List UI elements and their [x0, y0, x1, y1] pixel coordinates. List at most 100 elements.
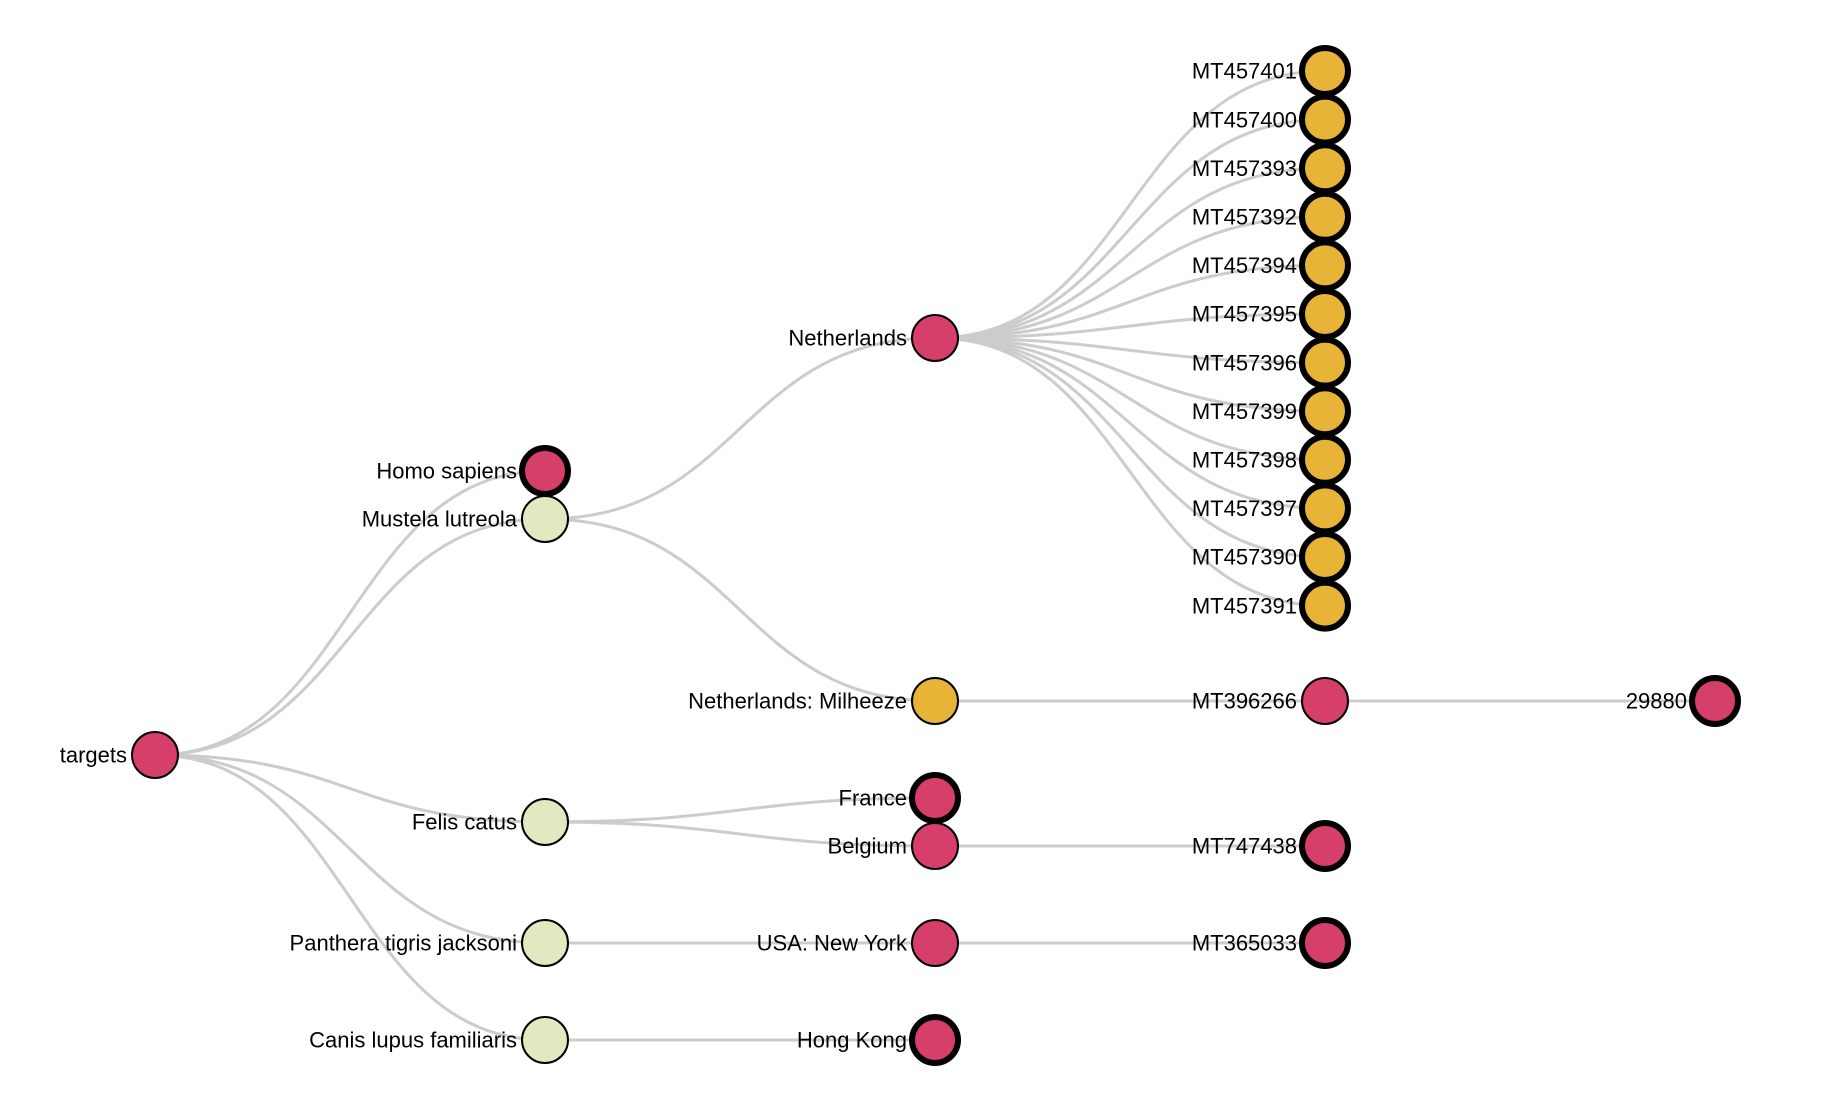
node-label-canis-lupus-familiaris: Canis lupus familiaris	[309, 1028, 517, 1053]
node-label-mt747438: MT747438	[1192, 834, 1297, 859]
node-mustela-lutreola[interactable]: Mustela lutreola	[362, 495, 569, 543]
node-circle-mt457397[interactable]	[1299, 482, 1351, 535]
link-targets-to-homo-sapiens	[154, 469, 546, 757]
link-targets-to-felis-catus	[154, 753, 546, 824]
node-panthera-tigris-jacksoni[interactable]: Panthera tigris jacksoni	[290, 919, 569, 967]
node-homo-sapiens[interactable]: Homo sapiens	[376, 445, 571, 497]
node-label-panthera-tigris-jacksoni: Panthera tigris jacksoni	[290, 931, 517, 956]
node-circle-mt457400[interactable]	[1299, 93, 1351, 146]
node-circle-mt457395[interactable]	[1299, 288, 1351, 340]
node-canis-lupus-familiaris[interactable]: Canis lupus familiaris	[309, 1016, 569, 1064]
link-netherlands-to-mt457398	[934, 336, 1326, 462]
node-mt457393[interactable]: MT457393	[1192, 142, 1351, 195]
node-label-mt457394: MT457394	[1192, 253, 1297, 278]
node-circle-canis-lupus-familiaris[interactable]	[521, 1016, 569, 1064]
node-belgium[interactable]: Belgium	[828, 822, 959, 870]
node-label-mt457398: MT457398	[1192, 448, 1297, 473]
node-circle-mt396266[interactable]	[1301, 677, 1349, 725]
link-netherlands-to-mt457392	[934, 215, 1326, 340]
node-mt457394[interactable]: MT457394	[1192, 239, 1351, 292]
node-label-mt457397: MT457397	[1192, 496, 1297, 521]
link-netherlands-to-mt457390	[934, 336, 1326, 559]
node-circle-hong-kong[interactable]	[909, 1014, 961, 1066]
link-netherlands-to-mt457397	[934, 336, 1326, 510]
node-circle-homo-sapiens[interactable]	[519, 445, 571, 497]
node-label-mt457396: MT457396	[1192, 350, 1297, 375]
link-targets-to-mustela-lutreola	[154, 517, 546, 757]
node-circle-panthera-tigris-jacksoni[interactable]	[521, 919, 569, 967]
node-targets[interactable]: targets	[60, 731, 179, 779]
node-netherlands[interactable]: Netherlands	[788, 314, 959, 362]
link-netherlands-to-mt457396	[934, 336, 1326, 365]
link-felis-catus-to-belgium	[544, 820, 936, 848]
node-circle-mt457390[interactable]	[1299, 531, 1351, 583]
node-circle-netherlands[interactable]	[911, 314, 959, 362]
node-circle-mt457396[interactable]	[1299, 336, 1351, 389]
link-netherlands-to-mt457391	[934, 336, 1326, 608]
node-mt365033[interactable]: MT365033	[1192, 917, 1351, 969]
link-netherlands-to-mt457394	[934, 263, 1326, 340]
node-label-mt457391: MT457391	[1192, 593, 1297, 618]
node-mt457401[interactable]: MT457401	[1192, 45, 1351, 97]
node-label-usa-new-york: USA: New York	[757, 931, 908, 956]
node-circle-mt457391[interactable]	[1299, 579, 1351, 632]
node-label-mt457393: MT457393	[1192, 156, 1297, 181]
node-mt457392[interactable]: MT457392	[1192, 190, 1351, 243]
node-label-n29880: 29880	[1626, 689, 1687, 714]
link-netherlands-to-mt457400	[934, 118, 1326, 340]
node-circle-mt457398[interactable]	[1299, 433, 1351, 486]
node-label-mt457392: MT457392	[1192, 205, 1297, 230]
node-label-netherlands: Netherlands	[788, 326, 907, 351]
node-circle-mt365033[interactable]	[1299, 917, 1351, 969]
node-circle-n29880[interactable]	[1689, 675, 1741, 727]
node-mt747438[interactable]: MT747438	[1192, 820, 1351, 872]
node-circle-mt457393[interactable]	[1299, 142, 1351, 195]
node-mt457396[interactable]: MT457396	[1192, 336, 1351, 389]
node-mt457390[interactable]: MT457390	[1192, 531, 1351, 583]
node-mt396266[interactable]: MT396266	[1192, 677, 1349, 725]
node-mt457397[interactable]: MT457397	[1192, 482, 1351, 535]
node-label-mt457399: MT457399	[1192, 399, 1297, 424]
node-circle-mustela-lutreola[interactable]	[521, 495, 569, 543]
node-mt457395[interactable]: MT457395	[1192, 288, 1351, 340]
node-label-netherlands-milheeze: Netherlands: Milheeze	[688, 689, 907, 714]
node-netherlands-milheeze[interactable]: Netherlands: Milheeze	[688, 677, 959, 725]
tree-links	[154, 69, 1715, 1042]
node-n29880[interactable]: 29880	[1626, 675, 1741, 727]
node-label-mt457401: MT457401	[1192, 59, 1297, 84]
node-felis-catus[interactable]: Felis catus	[412, 798, 569, 846]
node-mt457391[interactable]: MT457391	[1192, 579, 1351, 632]
node-france[interactable]: France	[839, 772, 961, 824]
link-netherlands-to-mt457399	[934, 336, 1326, 413]
node-mt457398[interactable]: MT457398	[1192, 433, 1351, 486]
node-circle-felis-catus[interactable]	[521, 798, 569, 846]
node-circle-mt457399[interactable]	[1299, 385, 1351, 438]
node-label-felis-catus: Felis catus	[412, 810, 517, 835]
node-circle-mt457401[interactable]	[1299, 45, 1351, 97]
link-targets-to-panthera-tigris-jacksoni	[154, 753, 546, 945]
node-circle-netherlands-milheeze[interactable]	[911, 677, 959, 725]
node-label-belgium: Belgium	[828, 834, 907, 859]
link-mustela-lutreola-to-netherlands-milheeze	[544, 517, 936, 703]
link-targets-to-canis-lupus-familiaris	[154, 753, 546, 1042]
node-circle-targets[interactable]	[131, 731, 179, 779]
node-hong-kong[interactable]: Hong Kong	[797, 1014, 961, 1066]
node-circle-belgium[interactable]	[911, 822, 959, 870]
node-mt457399[interactable]: MT457399	[1192, 385, 1351, 438]
node-label-homo-sapiens: Homo sapiens	[376, 459, 517, 484]
link-mustela-lutreola-to-netherlands	[544, 336, 936, 521]
node-usa-new-york[interactable]: USA: New York	[757, 919, 959, 967]
link-netherlands-to-mt457393	[934, 166, 1326, 340]
node-mt457400[interactable]: MT457400	[1192, 93, 1351, 146]
node-label-targets: targets	[60, 743, 127, 768]
node-circle-mt457392[interactable]	[1299, 190, 1351, 243]
node-circle-usa-new-york[interactable]	[911, 919, 959, 967]
node-label-france: France	[839, 786, 907, 811]
node-circle-mt747438[interactable]	[1299, 820, 1351, 872]
node-label-mt457390: MT457390	[1192, 545, 1297, 570]
node-circle-france[interactable]	[909, 772, 961, 824]
link-netherlands-to-mt457401	[934, 69, 1326, 340]
node-circle-mt457394[interactable]	[1299, 239, 1351, 292]
